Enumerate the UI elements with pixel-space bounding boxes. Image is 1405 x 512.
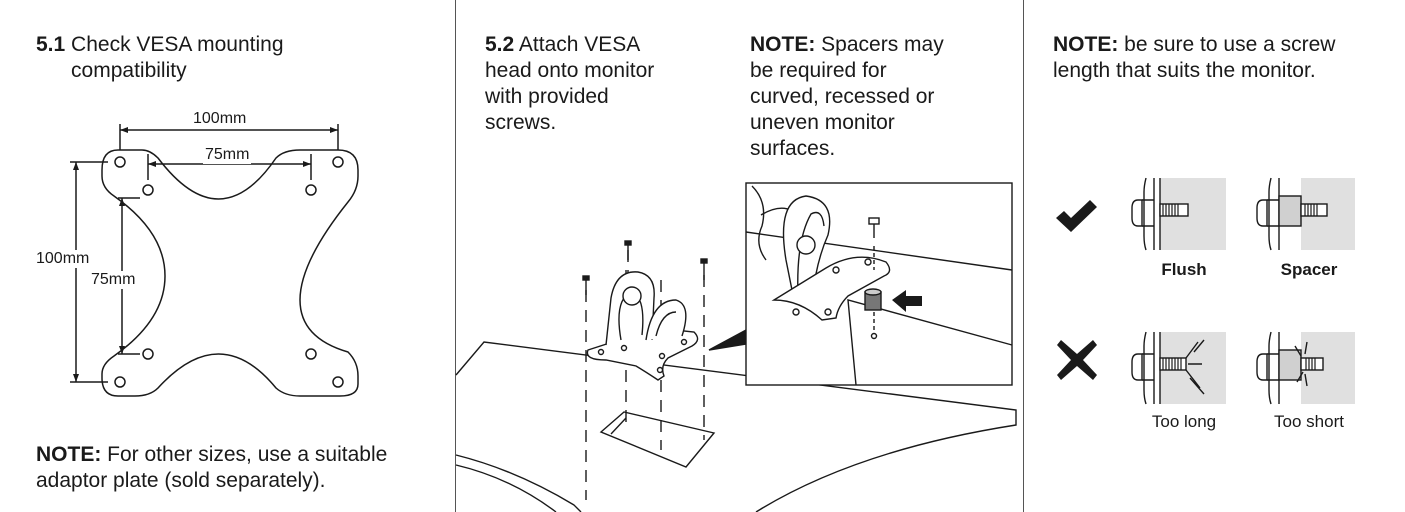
- step-title: Check VESA mounting compatibility: [71, 33, 284, 82]
- caption-too-long: Too long: [1151, 412, 1217, 431]
- spacer-note: NOTE: Spacers may be required for curved…: [750, 32, 960, 162]
- arrow-left-icon: [892, 290, 922, 312]
- dimension-outer-vertical: 100mm: [36, 250, 90, 268]
- checkmark-icon: [1056, 200, 1097, 232]
- step-number: 5.2: [485, 33, 515, 56]
- panel-divider-right: [1023, 0, 1024, 512]
- note-text: Spacers may be required for curved, rece…: [750, 33, 944, 160]
- note-text: be sure to use a screw length that suits…: [1053, 33, 1336, 82]
- screw-too-short-diagram: [1256, 331, 1355, 405]
- caption-flush: Flush: [1161, 260, 1207, 279]
- step-5-1-heading: 5.1 Check VESA mounting compatibility: [36, 32, 436, 84]
- screw-flush-diagram: [1131, 177, 1226, 251]
- dimension-inner-horizontal: 75mm: [203, 146, 252, 164]
- monitor-assembly-illustration: [455, 182, 1017, 512]
- note-text: For other sizes, use a suitable adaptor …: [36, 443, 388, 492]
- panel-divider-left: [455, 0, 456, 512]
- step-number: 5.1: [36, 33, 66, 56]
- screw-too-long-diagram: [1131, 331, 1226, 405]
- caption-too-short: Too short: [1274, 412, 1344, 431]
- screw-spacer-diagram: [1256, 177, 1355, 251]
- step-5-2-heading: 5.2 Attach VESA head onto monitor with p…: [485, 32, 655, 136]
- note-label: NOTE:: [1053, 33, 1119, 56]
- panel-vesa-compatibility: 5.1 Check VESA mounting compatibility: [0, 0, 455, 512]
- caption-spacer: Spacer: [1280, 260, 1338, 279]
- step-title: Attach VESA head onto monitor with provi…: [485, 33, 655, 134]
- dimension-inner-vertical: 75mm: [90, 271, 137, 289]
- screw-length-note: NOTE: be sure to use a screw length that…: [1053, 32, 1383, 84]
- dimension-outer-horizontal: 100mm: [193, 110, 247, 127]
- panel-attach-vesa-head: 5.2 Attach VESA head onto monitor with p…: [455, 0, 1023, 512]
- adaptor-note: NOTE: For other sizes, use a suitable ad…: [36, 442, 436, 494]
- panel-screw-length: NOTE: be sure to use a screw length that…: [1024, 0, 1405, 512]
- cross-icon: [1057, 340, 1097, 380]
- note-label: NOTE:: [36, 443, 102, 466]
- note-label: NOTE:: [750, 33, 816, 56]
